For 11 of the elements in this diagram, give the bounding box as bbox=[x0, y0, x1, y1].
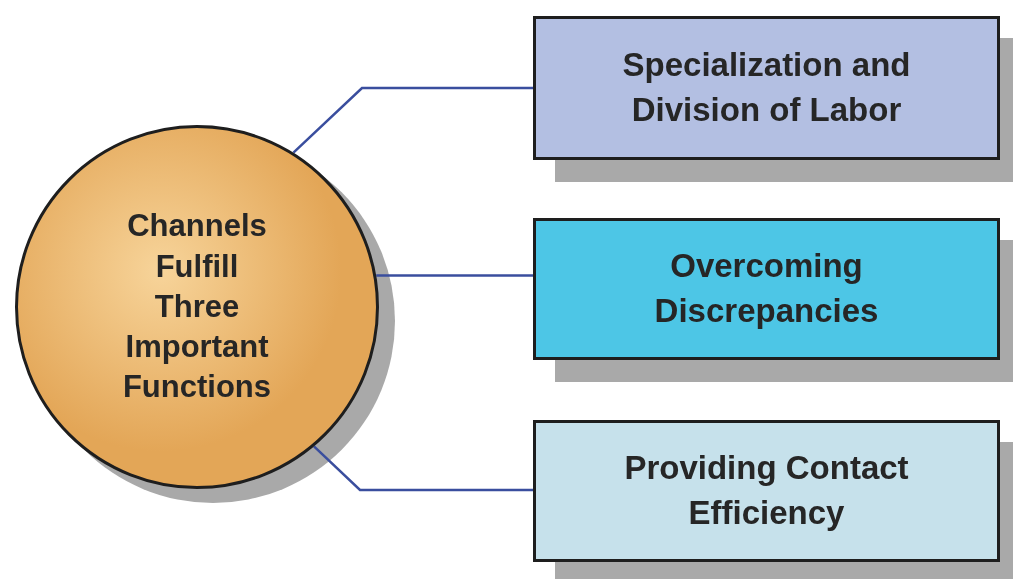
topic-circle bbox=[15, 125, 379, 489]
connector-line bbox=[313, 445, 533, 492]
function-box bbox=[533, 218, 1000, 360]
box-label: Specialization and Division of Labor bbox=[621, 45, 912, 130]
connector-line bbox=[376, 274, 533, 277]
topic-title: Channels Fulfill Three Important Functions bbox=[121, 207, 273, 407]
box-label: Providing Contact Efficiency bbox=[623, 448, 910, 533]
function-box bbox=[533, 420, 1000, 562]
function-box bbox=[533, 16, 1000, 160]
box-label: Overcoming Discrepancies bbox=[653, 246, 880, 331]
connector-line bbox=[292, 86, 533, 154]
